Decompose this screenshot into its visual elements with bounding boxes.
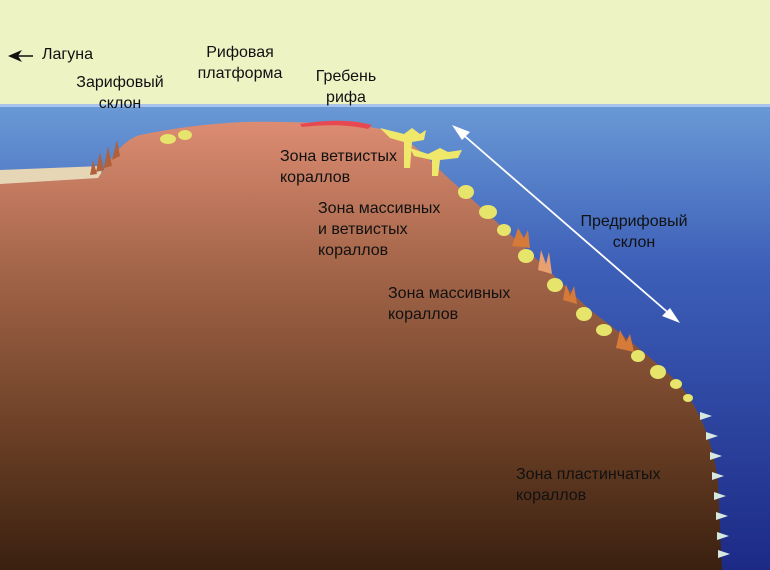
plate-zone-label: Зона пластинчатых кораллов: [516, 466, 661, 504]
branching-corals: [380, 128, 462, 176]
fore-reef-slope-label: Предрифовый склон: [580, 213, 688, 251]
reef-crest-label: Гребень рифа: [315, 68, 377, 106]
massive-zone-label: Зона массивных кораллов: [388, 285, 511, 323]
reef-flat-label: Рифовая платформа: [197, 44, 283, 82]
platform-corals: [160, 130, 192, 144]
branching-zone-label: Зона ветвистых кораллов: [280, 148, 398, 186]
slope-corals: [458, 185, 693, 402]
water-surface: [0, 104, 770, 107]
plate-corals: [700, 412, 730, 558]
sky: [0, 0, 770, 104]
massive-branching-zone-label: Зона массивных и ветвистых кораллов: [318, 200, 441, 259]
lagoon-label: Лагуна: [42, 46, 93, 63]
back-reef-corals: [90, 140, 120, 175]
reef-body: [0, 121, 722, 570]
arrow-left-icon: [8, 50, 33, 62]
back-reef-slope-label: Зарифовый склон: [76, 74, 164, 112]
double-arrow-icon: [452, 125, 680, 323]
reef-crest-band: [300, 120, 372, 129]
